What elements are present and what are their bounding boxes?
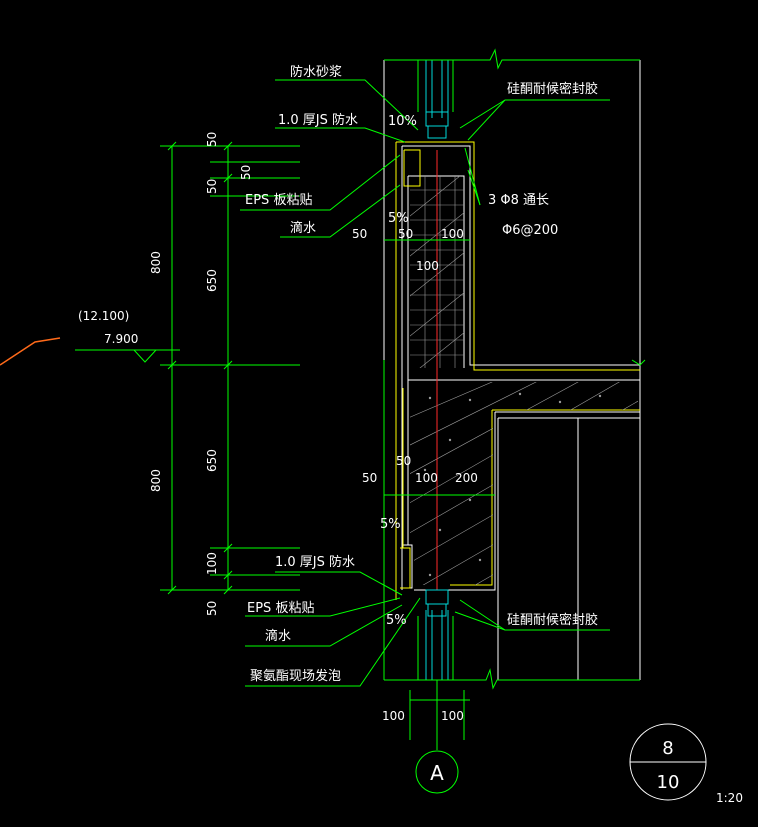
- axis-bubble: [415, 750, 459, 794]
- dim-left-50b: 50: [239, 165, 253, 180]
- label-drip-top: 滴水: [290, 220, 316, 236]
- axis-label: A: [430, 761, 444, 785]
- dim-left-50a: 50: [205, 132, 219, 147]
- slope-top: 10%: [388, 114, 417, 129]
- elevation-upper: (12.100): [78, 309, 129, 323]
- detail-number: 8: [662, 738, 673, 759]
- scale-label: 1:20: [716, 791, 743, 805]
- label-js-waterproof-bottom: 1.0 厚JS 防水: [275, 554, 355, 570]
- window-frames: [425, 60, 449, 680]
- detail-bubble: [629, 723, 707, 801]
- dim-h-50d: 50: [362, 471, 377, 485]
- label-foam: 聚氨酯现场发泡: [250, 668, 341, 684]
- label-waterproof-mortar: 防水砂浆: [290, 64, 342, 80]
- label-js-waterproof-top: 1.0 厚JS 防水: [278, 112, 358, 128]
- label-eps-top: EPS 板粘贴: [245, 193, 312, 208]
- elevation-lower: 7.900: [104, 332, 138, 346]
- label-stirrup: Φ6@200: [502, 223, 558, 238]
- bottom-dimensions: [384, 239, 495, 794]
- leaders: [240, 79, 610, 687]
- dim-h-50c: 50: [396, 454, 411, 468]
- dim-left-800b: 800: [149, 469, 163, 492]
- left-dimensions: [160, 141, 300, 595]
- slope-bottom: 5%: [386, 613, 407, 628]
- dim-left-100: 100: [205, 552, 219, 575]
- dim-bottom-100b: 100: [441, 709, 464, 723]
- dim-h-100a: 100: [441, 227, 464, 241]
- detail-sheet: 10: [657, 772, 680, 793]
- elevation-marker: [0, 337, 180, 366]
- insulation-outline: [395, 141, 640, 600]
- dim-h-50a: 50: [352, 227, 367, 241]
- label-sealant-top: 硅酮耐候密封胶: [507, 81, 598, 97]
- label-sealant-bottom: 硅酮耐候密封胶: [507, 612, 598, 628]
- dim-h-100b: 100: [415, 471, 438, 485]
- label-drip-bottom: 滴水: [265, 628, 291, 644]
- dim-left-50c: 50: [205, 179, 219, 194]
- label-rebar: 3 Φ8 通长: [488, 193, 549, 208]
- dim-h-100v: 100: [416, 259, 439, 273]
- dim-bottom-100a: 100: [382, 709, 405, 723]
- dim-h-50b: 50: [398, 227, 413, 241]
- dim-left-800a: 800: [149, 251, 163, 274]
- dim-left-650b: 650: [205, 449, 219, 472]
- dim-left-650a: 650: [205, 269, 219, 292]
- break-lines: [383, 48, 646, 690]
- dim-h-200: 200: [455, 471, 478, 485]
- dim-left-50d: 50: [205, 601, 219, 616]
- slope-lower: 5%: [380, 517, 401, 532]
- label-eps-bottom: EPS 板粘贴: [247, 601, 314, 616]
- slope-middle: 5%: [388, 211, 409, 226]
